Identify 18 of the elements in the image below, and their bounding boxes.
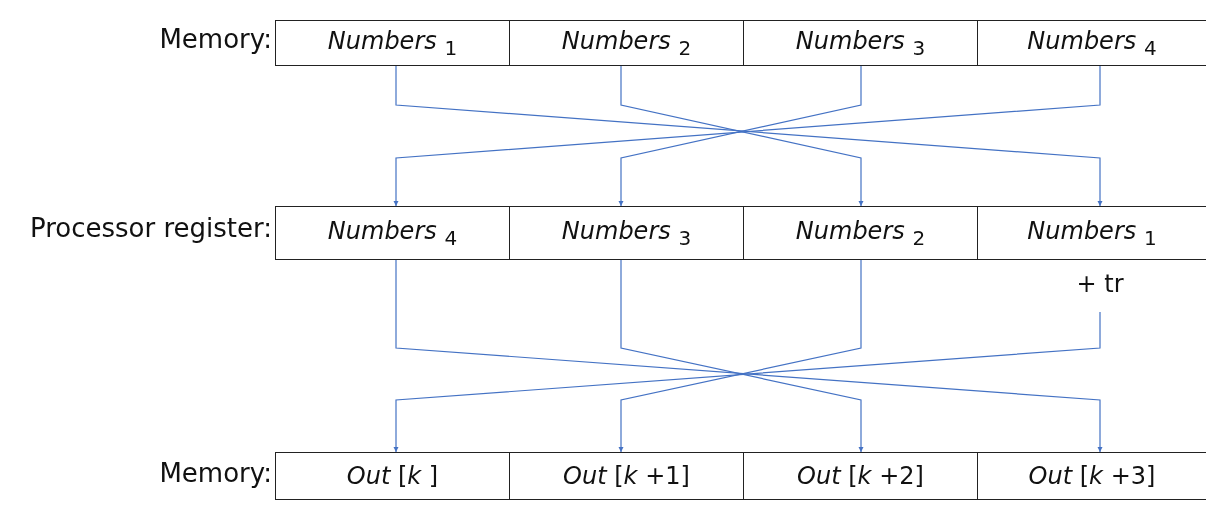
row-label: Memory:	[159, 458, 272, 488]
memory-cell: Out [k +3]	[977, 452, 1206, 500]
memory-cell: Out [k +2]	[743, 452, 978, 500]
row-label: Processor register:	[29, 213, 272, 243]
memory-cell: Out [k ]	[275, 452, 510, 500]
row-label: Memory:	[159, 24, 272, 54]
memory-cell: Numbers $_{2}$	[743, 206, 978, 260]
memory-cell: Out [k +1]	[509, 452, 744, 500]
memory-cell: Numbers $_{1}$	[977, 206, 1206, 260]
arrow	[395, 259, 1103, 453]
note-text: + tr	[1076, 270, 1124, 298]
memory-cell: Numbers $_{4}$	[977, 20, 1206, 66]
memory-cell: Numbers $_{4}$	[275, 206, 510, 260]
memory-cell: Numbers $_{3}$	[743, 20, 978, 66]
arrow	[393, 311, 1101, 453]
memory-cell: Numbers $_{3}$	[509, 206, 744, 260]
memory-cell: Numbers $_{2}$	[509, 20, 744, 66]
memory-cell: Numbers $_{1}$	[275, 20, 510, 66]
